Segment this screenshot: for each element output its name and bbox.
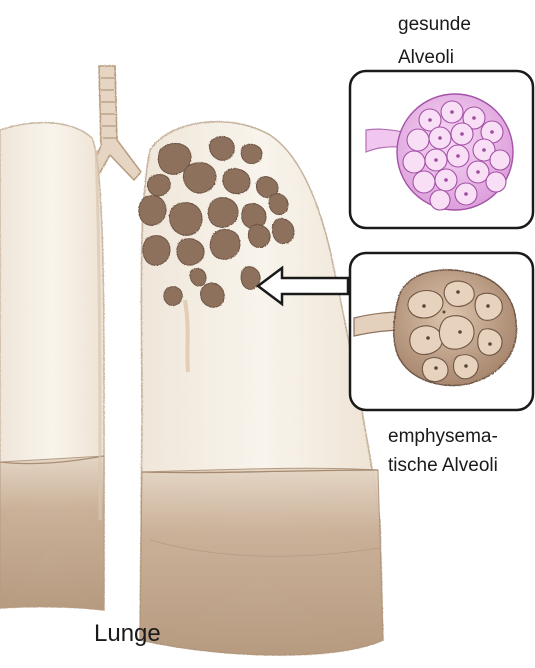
healthy-alveoli-box [350, 71, 533, 228]
left-lung [0, 123, 104, 610]
right-lung [140, 122, 383, 655]
label-healthy-alveoli: gesunde Alveoli [398, 8, 471, 74]
label-emphysematous-alveoli: emphysema- tische Alveoli [388, 422, 498, 480]
label-lung: Lunge [94, 618, 161, 650]
emphysematous-alveoli-box [350, 253, 533, 410]
